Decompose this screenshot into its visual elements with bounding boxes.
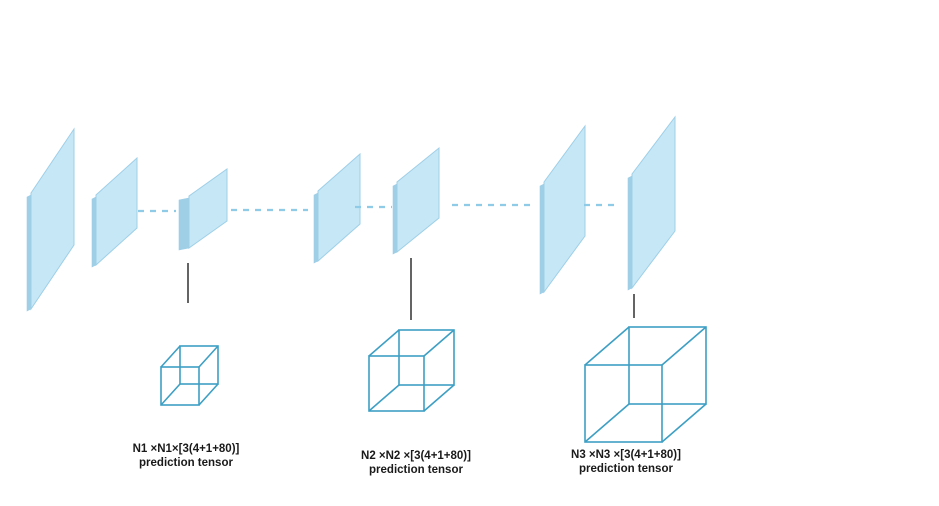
cube-edge <box>585 327 629 365</box>
feature-map-layer-4 <box>314 154 360 263</box>
cube-edge <box>424 385 454 411</box>
output-label-3: prediction tensor <box>550 462 702 476</box>
layer-side <box>179 198 189 250</box>
feature-map-layer-6 <box>540 126 585 294</box>
prediction-cube-1 <box>161 346 218 405</box>
cube-edge <box>369 385 399 411</box>
cube-front-face <box>369 356 424 411</box>
feature-map-layer-2 <box>92 158 137 267</box>
layer-side <box>393 184 397 254</box>
cube-edge <box>161 384 180 405</box>
output-dims-3: N3 ×N3 ×[3(4+1+80)] <box>550 448 702 462</box>
layer-face <box>96 158 137 265</box>
output-label-1: prediction tensor <box>110 456 262 470</box>
output-caption-3: N3 ×N3 ×[3(4+1+80)] prediction tensor <box>550 448 702 476</box>
output-caption-2: N2 ×N2 ×[3(4+1+80)] prediction tensor <box>340 449 492 477</box>
cube-back-face <box>399 330 454 385</box>
feature-map-layer-5 <box>393 148 439 254</box>
cube-edge <box>662 327 706 365</box>
layer-face <box>31 129 74 309</box>
cube-edge <box>199 384 218 405</box>
feature-map-layer-7 <box>628 117 675 290</box>
layer-face <box>318 154 360 261</box>
layer-side <box>92 197 96 267</box>
cube-edge <box>199 346 218 367</box>
layer-face <box>632 117 675 288</box>
cube-edge <box>662 404 706 442</box>
layer-side <box>314 193 318 263</box>
cube-edge <box>585 404 629 442</box>
feature-map-layer-1 <box>27 129 74 311</box>
layer-face <box>544 126 585 292</box>
layer-face <box>189 169 227 248</box>
output-link-lines <box>188 258 634 320</box>
cube-edge <box>161 346 180 367</box>
prediction-cube-3 <box>585 327 706 442</box>
output-label-2: prediction tensor <box>340 463 492 477</box>
output-dims-1: N1 ×N1×[3(4+1+80)] <box>110 442 262 456</box>
prediction-tensor-cubes <box>161 327 706 442</box>
prediction-cube-2 <box>369 330 454 411</box>
cube-edge <box>369 330 399 356</box>
layer-side <box>540 184 544 294</box>
cube-edge <box>424 330 454 356</box>
layer-side <box>27 195 31 311</box>
layer-side <box>628 176 632 290</box>
output-caption-1: N1 ×N1×[3(4+1+80)] prediction tensor <box>110 442 262 470</box>
feature-map-layers <box>27 117 675 311</box>
layer-face <box>397 148 439 252</box>
output-dims-2: N2 ×N2 ×[3(4+1+80)] <box>340 449 492 463</box>
feature-map-layer-3 <box>179 169 227 250</box>
